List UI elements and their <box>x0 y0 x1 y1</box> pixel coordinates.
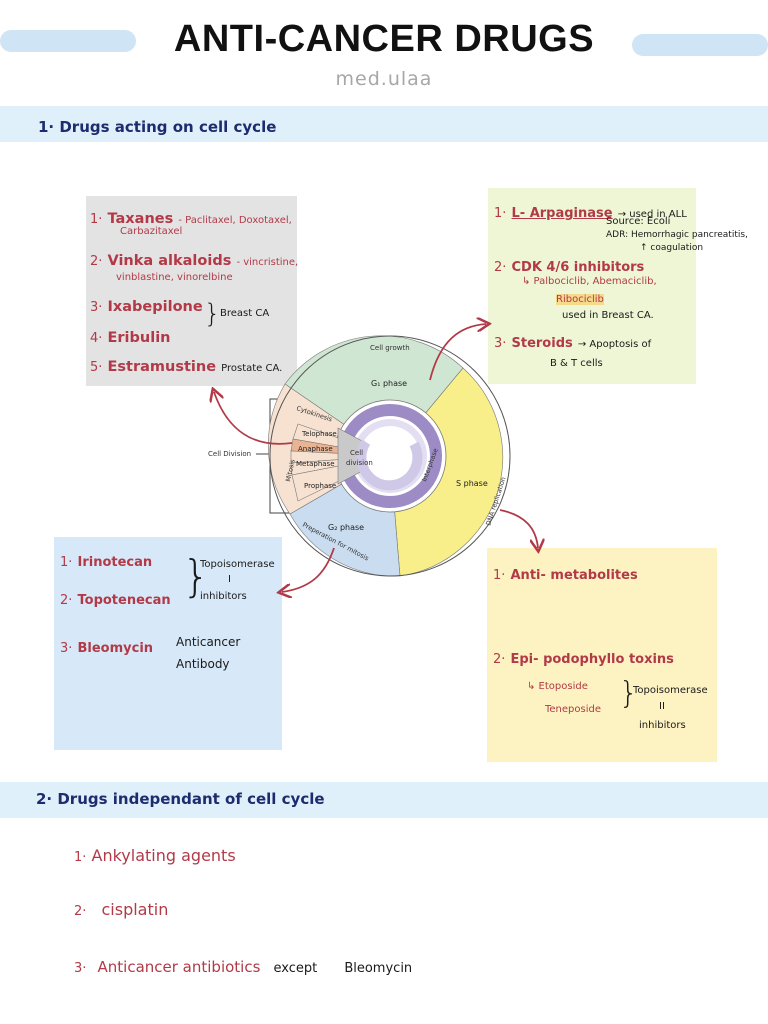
cell-cycle-green-box: 1· L- Arpaginase → used in ALL Source: E… <box>488 188 748 384</box>
section-2-label: 2· Drugs independant of cell cycle <box>36 790 325 808</box>
drug-note: → used in ALL <box>617 209 687 220</box>
item-number: 2· <box>74 904 87 919</box>
diagram-label-prophase: Prophase <box>304 482 336 490</box>
item-number: 1· <box>90 212 103 227</box>
drug-source: Source: Ecoli <box>606 216 671 227</box>
brace: } <box>619 676 639 711</box>
drug-name: Estramustine <box>107 359 217 375</box>
item-number: 5· <box>90 360 103 375</box>
item-number: 1· <box>60 555 73 570</box>
drug-name: Ankylating agents <box>91 846 236 865</box>
page-title: ANTI-CANCER DRUGS <box>173 18 595 60</box>
drug-note: B & T cells <box>550 358 603 369</box>
brace: } <box>204 299 221 329</box>
item-number: 1· <box>74 850 87 865</box>
inner-cycle-arrow <box>356 439 423 491</box>
drug-note: → Apoptosis of <box>577 339 652 350</box>
list-item: 1· Ankylating agents <box>74 846 236 865</box>
except-drug: Bleomycin <box>344 961 413 976</box>
drug-note: used in Breast CA. <box>562 310 654 321</box>
item-number: 4· <box>90 331 103 346</box>
diagram-label-s: S phase <box>456 479 488 488</box>
section-2-band <box>0 782 768 818</box>
cell-cycle-blue-box: 1· Irinotecan 2· Topotenecan } Topoisome… <box>54 537 282 750</box>
drug-example: Abemaciclib, <box>592 276 657 287</box>
title-bar-left <box>0 30 136 52</box>
drug-name: Steroids <box>511 336 573 351</box>
item-number: 1· <box>493 568 506 583</box>
brace-note: Topoisomerase <box>200 559 275 570</box>
drug-name: Epi- podophyllo toxins <box>510 652 674 667</box>
brace-note: II <box>659 701 665 712</box>
drug-adr: ↑ coagulation <box>640 243 704 253</box>
list-item: 2· cisplatin <box>74 900 168 919</box>
drug-note: Antibody <box>176 657 230 671</box>
diagram-label-anaphase: Anaphase <box>298 445 333 453</box>
drug-name: Anticancer antibiotics <box>97 958 261 976</box>
arrow-to-yellow-box <box>499 509 538 548</box>
diagram-label-telophase: Telophase <box>301 430 337 438</box>
drug-name: L- Arpaginase <box>511 206 613 221</box>
brace-note: Topoisomerase <box>633 685 708 696</box>
arrow-to-gray-box <box>214 392 293 445</box>
drug-note: - vincristine, <box>236 257 299 268</box>
item-number: 3· <box>494 336 507 351</box>
drug-note: Carbazitaxel <box>120 226 183 237</box>
item-number: 3· <box>90 300 103 315</box>
drug-name: Anti- metabolites <box>510 568 638 583</box>
item-number: 3· <box>60 641 73 656</box>
drug-name: CDK 4/6 inhibitors <box>511 260 645 275</box>
drug-example: ↳ Etoposide <box>527 681 588 692</box>
diagram-label-cell: Cell <box>350 449 363 457</box>
cell-cycle-yellow-box: 1· Anti- metabolites 2· Epi- podophyllo … <box>487 548 717 762</box>
drug-name: Irinotecan <box>77 555 153 570</box>
g1-sector <box>284 335 464 457</box>
item-number: 1· <box>494 206 507 221</box>
drug-note: Prostate CA. <box>221 363 283 374</box>
arrow-to-green-box <box>429 324 486 381</box>
cell-cycle-diagram: Cell Division Cell growth G₁ phase S pha… <box>208 335 511 577</box>
drug-example: Ribociclib <box>556 294 604 305</box>
item-number: 2· <box>493 652 506 667</box>
arrow-to-blue-box <box>282 547 335 592</box>
diagram-label-g1: G₁ phase <box>371 379 407 388</box>
drug-example: ↳ Palbociclib, <box>522 276 590 287</box>
brace-note: Breast CA <box>220 308 270 319</box>
s-sector <box>389 367 504 577</box>
item-number: 3· <box>74 961 87 976</box>
drug-name: Topotenecan <box>77 593 171 608</box>
drug-name: Taxanes <box>107 211 174 227</box>
item-number: 2· <box>60 593 73 608</box>
title-bar-right <box>632 34 768 56</box>
drug-adr: ADR: Hemorrhagic pancreatitis, <box>606 230 748 240</box>
cell-cycle-gray-box: 1· Taxanes - Paclitaxel, Doxotaxel, Carb… <box>86 196 299 386</box>
drug-name: Bleomycin <box>77 641 154 656</box>
diagram-label-metaphase: Metaphase <box>296 460 335 468</box>
drug-note: - Paclitaxel, Doxotaxel, <box>178 215 292 226</box>
item-number: 2· <box>90 254 103 269</box>
list-item: 3· Anticancer antibiotics except Bleomyc… <box>74 957 412 976</box>
section-1-label: 1· Drugs acting on cell cycle <box>38 118 277 136</box>
except-text: except <box>273 961 318 976</box>
section-1-band <box>0 106 768 142</box>
drug-name: Eribulin <box>107 330 171 346</box>
item-number: 2· <box>494 260 507 275</box>
diagram-label-division: division <box>346 459 373 467</box>
page-subtitle: med.ulaa <box>335 68 433 90</box>
diagram-label-g2: G₂ phase <box>328 523 364 532</box>
diagram-label-cell-growth: Cell growth <box>370 344 410 352</box>
drug-name: Ixabepilone <box>107 299 203 315</box>
brace-note: inhibitors <box>639 720 686 731</box>
diagram-label-cell-division: Cell Division <box>208 450 251 458</box>
drug-example: Teneposide <box>545 704 602 715</box>
drug-note: Anticancer <box>176 635 241 649</box>
brace: } <box>182 551 210 602</box>
drug-name: cisplatin <box>101 900 169 919</box>
drug-name: Vinka alkaloids <box>107 253 232 269</box>
drug-note: vinblastine, vinorelbine <box>116 272 233 283</box>
brace-note: inhibitors <box>200 591 247 602</box>
brace-note: I <box>228 574 231 585</box>
